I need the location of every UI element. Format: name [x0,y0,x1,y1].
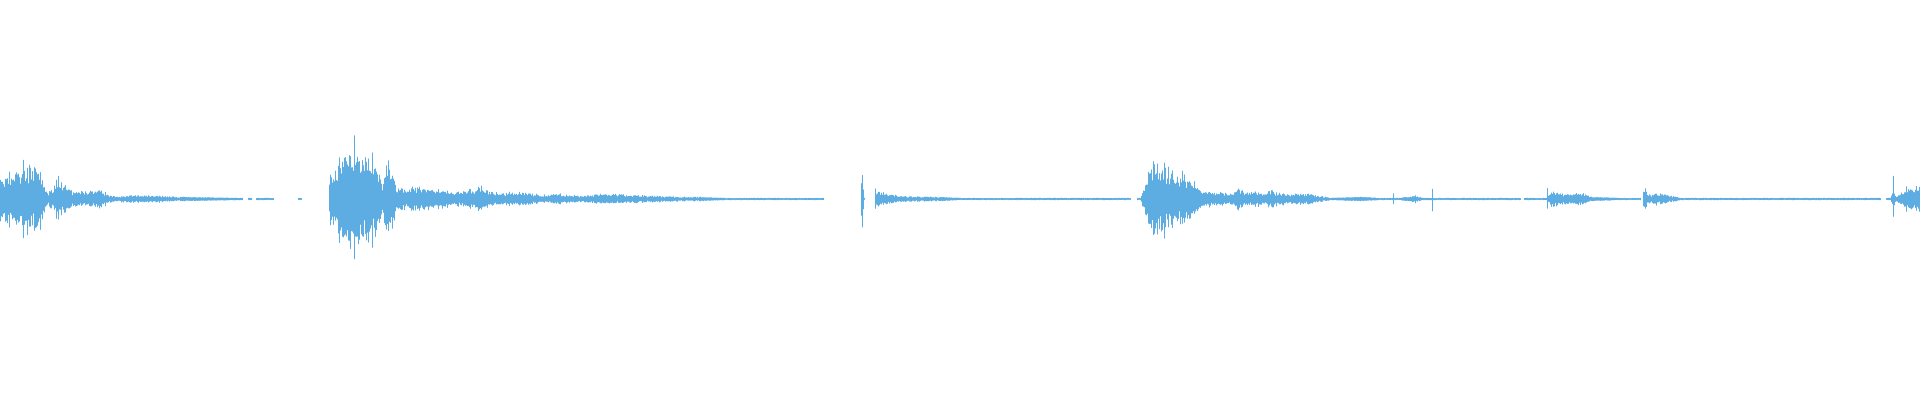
waveform-path [0,135,1920,260]
